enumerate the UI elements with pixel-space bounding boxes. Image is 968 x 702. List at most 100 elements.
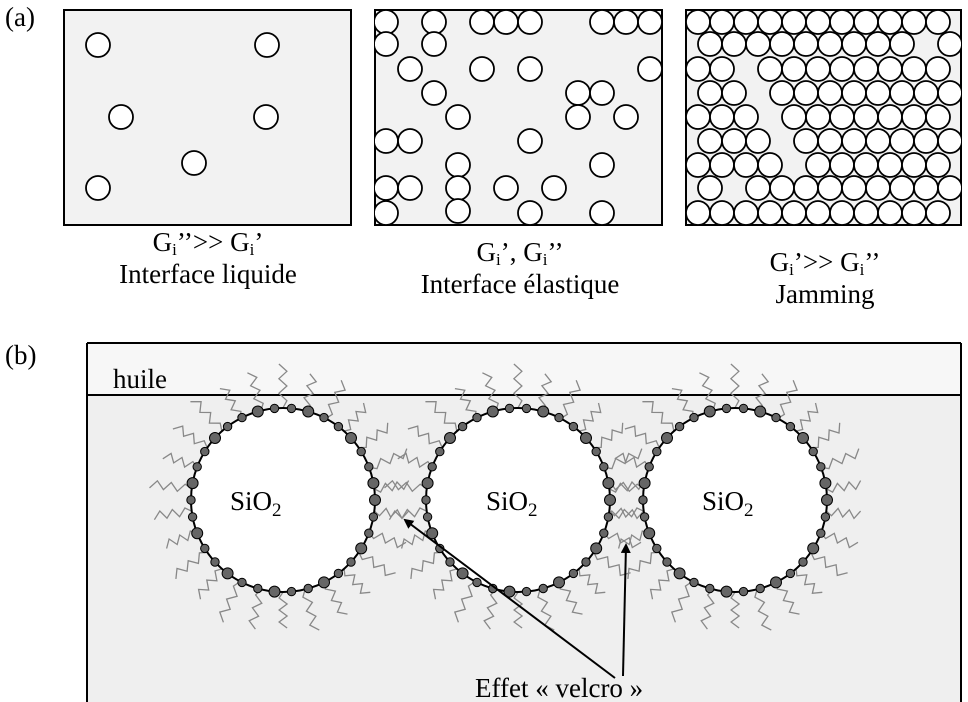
surface-bead bbox=[209, 432, 221, 444]
particle bbox=[721, 31, 747, 57]
caption-elastic-text: Interface élastique bbox=[420, 269, 620, 299]
surface-bead bbox=[435, 446, 445, 457]
particle bbox=[589, 200, 615, 225]
particle bbox=[686, 10, 711, 35]
polymer-chain bbox=[614, 452, 650, 469]
particle bbox=[421, 31, 447, 57]
particle bbox=[589, 80, 615, 106]
particle bbox=[745, 175, 771, 201]
polymer-chain bbox=[162, 452, 198, 469]
surface-bead bbox=[333, 421, 344, 432]
surface-bead bbox=[720, 585, 733, 598]
polymer-chain bbox=[593, 422, 624, 449]
particle bbox=[817, 128, 843, 154]
surface-bead bbox=[639, 512, 650, 522]
particle bbox=[375, 175, 399, 201]
particle bbox=[565, 80, 591, 106]
particle bbox=[901, 200, 927, 225]
polymer-chain bbox=[608, 507, 645, 520]
particle bbox=[817, 31, 843, 57]
particle bbox=[421, 80, 447, 106]
particle bbox=[853, 10, 879, 35]
particle bbox=[721, 128, 747, 154]
particle bbox=[877, 200, 903, 225]
polymer-chain bbox=[277, 363, 288, 409]
particle-label-2: SiO2 bbox=[486, 486, 538, 521]
particle bbox=[375, 31, 399, 57]
polymer-chain bbox=[608, 480, 645, 493]
surface-bead bbox=[302, 405, 315, 418]
particle bbox=[817, 80, 843, 106]
surface-bead bbox=[754, 405, 767, 418]
particle bbox=[805, 200, 831, 225]
particle bbox=[853, 104, 879, 130]
surface-bead bbox=[444, 432, 456, 444]
polymer-chain bbox=[670, 580, 693, 623]
silica-particles bbox=[190, 407, 828, 593]
surface-bead bbox=[674, 421, 685, 432]
caption-elastic: Gi’, Gi’’ Interface élastique bbox=[396, 236, 644, 300]
grafted-chains bbox=[149, 363, 862, 631]
particle bbox=[757, 56, 783, 82]
surface-bead bbox=[590, 542, 603, 555]
particle bbox=[589, 10, 615, 35]
polymer-chain bbox=[512, 363, 523, 409]
particle bbox=[925, 152, 951, 178]
particle bbox=[781, 56, 807, 82]
particle bbox=[108, 104, 134, 130]
polymer-chain bbox=[400, 530, 433, 549]
particle bbox=[853, 152, 879, 178]
surface-bead bbox=[820, 512, 831, 522]
surface-bead bbox=[738, 586, 749, 597]
surface-bead bbox=[673, 567, 686, 580]
surface-bead bbox=[661, 432, 673, 444]
surface-bead bbox=[568, 568, 579, 579]
particle bbox=[709, 200, 735, 225]
panel-a-boxes bbox=[63, 9, 962, 226]
surface-bead bbox=[738, 403, 749, 414]
polymer-chain bbox=[324, 581, 348, 615]
particle-circles bbox=[85, 10, 961, 225]
surface-bead bbox=[268, 585, 281, 598]
surface-bead bbox=[797, 432, 809, 444]
particle bbox=[793, 128, 819, 154]
particle bbox=[733, 152, 759, 178]
surface-bead bbox=[253, 583, 263, 594]
particle-label-3: SiO2 bbox=[702, 486, 754, 521]
particle bbox=[637, 56, 662, 82]
polymer-chain bbox=[425, 401, 458, 432]
polymer-chain bbox=[820, 532, 859, 549]
surface-bead bbox=[553, 576, 565, 589]
particle bbox=[841, 31, 867, 57]
particle bbox=[709, 152, 735, 178]
polymer-chain bbox=[358, 551, 396, 577]
particle bbox=[686, 104, 711, 130]
particles-jamming bbox=[686, 10, 961, 225]
particle bbox=[781, 104, 807, 130]
polymer-chain bbox=[407, 425, 443, 449]
polymer-chain bbox=[754, 589, 772, 631]
polymer-chain bbox=[820, 448, 860, 470]
particle bbox=[613, 104, 639, 130]
surface-bead bbox=[456, 567, 469, 580]
surface-bead bbox=[303, 583, 313, 594]
particle bbox=[181, 150, 207, 176]
polymer-chain bbox=[432, 568, 458, 600]
surface-bead bbox=[237, 412, 247, 423]
surface-bead bbox=[457, 421, 468, 432]
particle bbox=[925, 10, 951, 35]
particle bbox=[937, 175, 961, 201]
particle bbox=[805, 104, 831, 130]
surface-bead bbox=[554, 412, 564, 423]
surface-bead bbox=[251, 405, 264, 418]
surface-bead bbox=[486, 405, 499, 418]
surface-bead bbox=[286, 586, 297, 597]
polymer-chain bbox=[559, 581, 583, 615]
surface-bead bbox=[644, 462, 654, 472]
polymer-chain bbox=[605, 507, 644, 521]
particle bbox=[445, 198, 471, 224]
surface-bead bbox=[599, 528, 609, 538]
particle bbox=[805, 10, 831, 35]
particle bbox=[769, 31, 795, 57]
surface-bead bbox=[200, 543, 210, 554]
